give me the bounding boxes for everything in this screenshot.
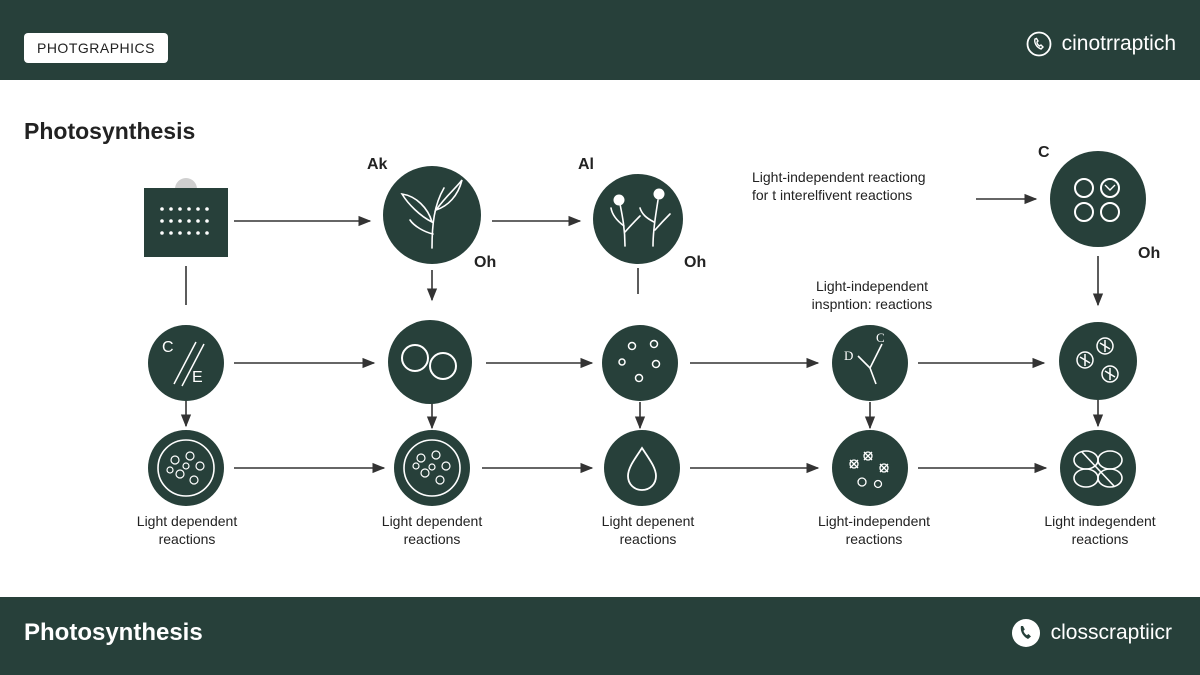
ce-node: C E: [148, 325, 224, 401]
leaf-node: [383, 166, 481, 264]
photosynthesis-diagram: C E D C: [144, 151, 1146, 506]
label-oh-1: Oh: [474, 254, 497, 271]
label-c: C: [1038, 144, 1050, 161]
annotation-top-right: Light-independent reactiong for t intere…: [752, 169, 926, 203]
molecule-node-d: D: [844, 348, 853, 363]
annotation-middle: Light-independent inspntion: reactions: [811, 278, 933, 312]
molecule-node: D C: [832, 325, 908, 401]
flower-node: [1060, 430, 1136, 506]
phone-icon: [1011, 619, 1040, 647]
calendar-node: [144, 178, 228, 257]
drop-node: [604, 430, 680, 506]
label-ak: Ak: [367, 156, 388, 173]
ce-node-bottom: E: [192, 369, 203, 386]
footer-brand-text: closscraptiicr: [1050, 621, 1172, 644]
label-al: Al: [578, 156, 594, 173]
page-title: Photosynthesis: [24, 118, 196, 144]
connector-arrows: [180, 193, 1104, 474]
cells-node: [1050, 151, 1146, 247]
double-circle-node: [388, 320, 472, 404]
header-badge: PHOTGRAPHICS: [24, 33, 168, 63]
header-brand[interactable]: cinotrraptich: [1026, 28, 1176, 60]
phone-icon: [1026, 31, 1052, 57]
label-oh-2: Oh: [684, 254, 707, 271]
particles-node: [832, 430, 908, 506]
header-brand-text: cinotrraptich: [1061, 32, 1176, 55]
dots-node: [602, 325, 678, 401]
molecule-node-c: C: [876, 330, 885, 345]
footer-brand[interactable]: closscraptiicr: [1011, 615, 1172, 651]
chloroplast-node-1: [148, 430, 224, 506]
label-oh-3: Oh: [1138, 245, 1161, 262]
footer-title: Photosynthesis: [24, 619, 203, 646]
bubbles-node: [1059, 322, 1137, 400]
chloroplast-node-2: [394, 430, 470, 506]
top-bar: [0, 0, 1200, 80]
ce-node-top: C: [162, 339, 174, 356]
sprout-node: [593, 174, 683, 264]
bottom-bar: [0, 597, 1200, 675]
